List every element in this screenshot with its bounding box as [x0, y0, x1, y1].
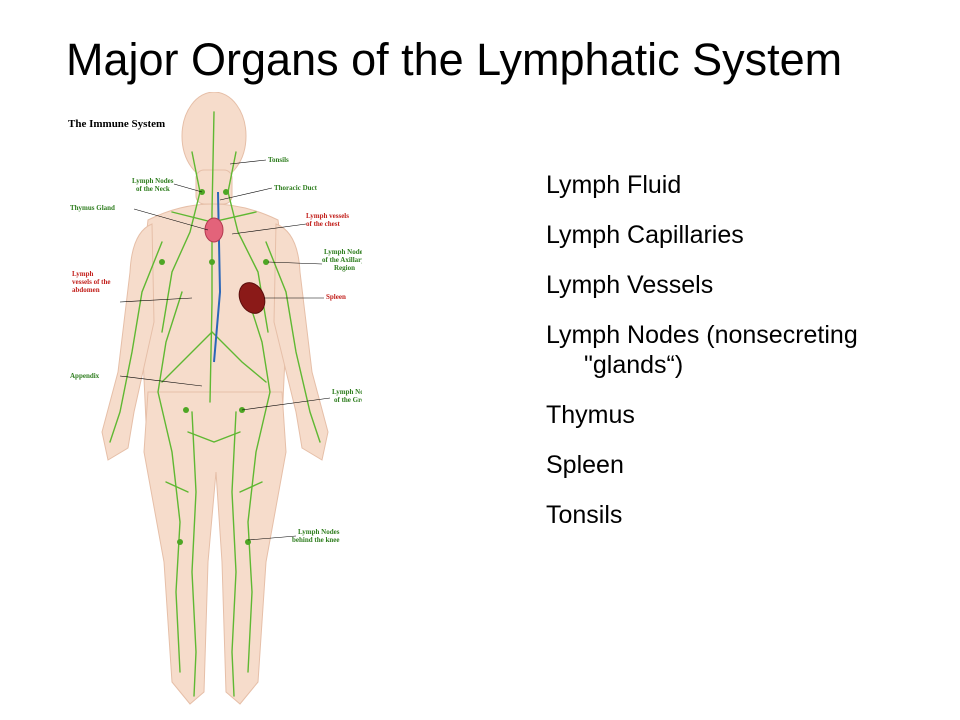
label-appendix: Appendix	[70, 372, 100, 380]
list-item-text: Thymus	[546, 401, 635, 429]
label-axillary-1: Lymph Nodes	[324, 248, 362, 256]
label-neck-2: of the Neck	[136, 185, 170, 193]
label-thymus: Thymus Gland	[70, 204, 115, 212]
label-axillary-3: Region	[334, 264, 355, 272]
label-thoracic-duct: Thoracic Duct	[274, 184, 318, 192]
label-abdomen-3: abdomen	[72, 286, 100, 294]
label-tonsils: Tonsils	[268, 156, 289, 164]
list-item: Lymph Vessels	[546, 270, 858, 300]
lymph-nodes	[159, 189, 269, 545]
label-knee-2: behind the knee	[292, 536, 339, 544]
label-abdomen-2: vessels of the	[72, 278, 111, 286]
organ-list: Lymph Fluid Lymph Capillaries Lymph Vess…	[546, 170, 858, 550]
list-item-text: Lymph Nodes (nonsecreting	[546, 321, 858, 349]
label-groin-2: of the Groin	[334, 396, 362, 404]
list-item: Lymph Capillaries	[546, 220, 858, 250]
label-spleen: Spleen	[326, 293, 346, 301]
slide-title: Major Organs of the Lymphatic System	[66, 34, 843, 85]
spleen	[238, 282, 266, 314]
list-item: Tonsils	[546, 500, 858, 530]
list-item-text: Lymph Fluid	[546, 171, 682, 199]
label-knee-1: Lymph Nodes	[298, 528, 340, 536]
list-item-continuation: "glands“)	[584, 351, 684, 379]
list-item-text: Lymph Vessels	[546, 271, 714, 299]
leader-lines	[119, 159, 331, 541]
label-neck-1: Lymph Nodes	[132, 177, 174, 185]
immune-system-figure: The Immune System Tonsils Lymph Nodes of…	[62, 92, 362, 720]
list-item: Spleen	[546, 450, 858, 480]
list-item-text: Lymph Capillaries	[546, 221, 744, 249]
label-chest-1: Lymph vessels	[306, 212, 349, 220]
list-item-text: Spleen	[546, 451, 624, 479]
label-axillary-2: of the Axillary	[322, 256, 362, 264]
figure-heading: The Immune System	[68, 118, 165, 130]
list-item-text: Tonsils	[546, 501, 623, 529]
list-item: Lymph Fluid	[546, 170, 858, 200]
thymus	[204, 217, 224, 243]
body-illustration: The Immune System Tonsils Lymph Nodes of…	[68, 92, 362, 705]
list-item: Lymph Nodes (nonsecreting"glands“)	[546, 320, 858, 380]
label-groin-1: Lymph Nodes	[332, 388, 362, 396]
list-item: Thymus	[546, 400, 858, 430]
label-chest-2: of the chest	[306, 220, 340, 228]
label-abdomen-1: Lymph	[72, 270, 94, 278]
